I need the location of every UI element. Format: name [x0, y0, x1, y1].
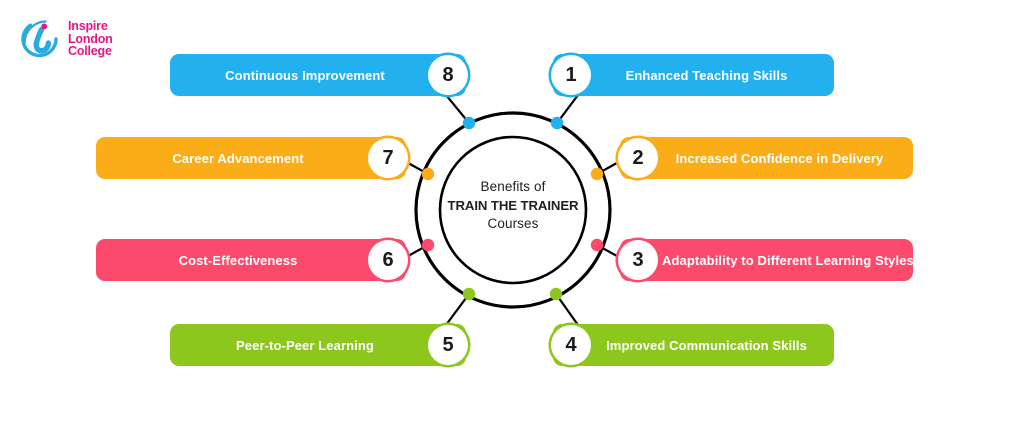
benefit-number-1: 1: [565, 64, 577, 86]
benefit-label-6: Cost-Effectiveness: [178, 252, 298, 268]
benefit-number-badge-6: 6: [368, 240, 408, 280]
center-title: Benefits of TRAIN THE TRAINER Courses: [441, 178, 585, 233]
ring-dot-6: [421, 238, 435, 252]
benefit-number-badge-3: 3: [618, 240, 658, 280]
benefit-bar-5[interactable]: 5 Peer-to-Peer Learning: [170, 324, 468, 366]
benefit-number-badge-7: 7: [368, 138, 408, 178]
connector-line-1: [555, 93, 580, 125]
benefit-bar-8[interactable]: 8 Continuous Improvement: [170, 54, 468, 96]
ring-dot-7: [421, 167, 435, 181]
ring-dot-1: [550, 116, 564, 130]
benefit-bar-1[interactable]: 1 Enhanced Teaching Skills: [551, 54, 834, 96]
connector-line-8: [444, 93, 471, 125]
benefit-bar-2[interactable]: 2 Increased Confidence in Delivery: [618, 137, 913, 179]
benefit-bar-7[interactable]: 7 Career Advancement: [96, 137, 408, 179]
benefit-bar-4[interactable]: 4 Improved Communication Skills: [551, 324, 834, 366]
benefit-number-2: 2: [632, 147, 644, 169]
brand-wordmark: Inspire London College: [68, 20, 113, 58]
benefit-number-badge-8: 8: [428, 55, 468, 95]
benefit-label-5: Peer-to-Peer Learning: [236, 337, 374, 353]
connector-line-5: [444, 292, 471, 327]
brand-line-3: College: [68, 44, 112, 59]
benefit-label-7: Career Advancement: [172, 150, 304, 166]
center-line-2: TRAIN THE TRAINER: [447, 197, 579, 213]
connector-line-4: [554, 292, 580, 327]
benefit-label-3: Adaptability to Different Learning Style…: [662, 252, 914, 268]
benefit-label-8: Continuous Improvement: [225, 67, 385, 83]
benefit-number-6: 6: [382, 249, 394, 271]
benefit-label-1: Enhanced Teaching Skills: [625, 67, 788, 83]
benefit-label-4: Improved Communication Skills: [606, 337, 807, 353]
brand-line-1: Inspire: [68, 18, 108, 33]
benefit-number-8: 8: [442, 64, 454, 86]
ring-dot-2: [590, 167, 604, 181]
center-line-1: Benefits of: [480, 179, 546, 194]
benefit-bar-6[interactable]: 6 Cost-Effectiveness: [96, 239, 408, 281]
benefit-label-2: Increased Confidence in Delivery: [675, 150, 884, 166]
ring-dot-3: [590, 238, 604, 252]
benefit-number-badge-4: 4: [551, 325, 591, 365]
brand-logo: Inspire London College: [18, 16, 113, 62]
benefit-bar-3[interactable]: 3 Adaptability to Different Learning Styl…: [618, 239, 914, 281]
benefit-number-3: 3: [632, 249, 644, 271]
inspire-london-college-logo-icon: [21, 20, 58, 58]
center-line-3: Courses: [487, 215, 539, 231]
benefit-number-7: 7: [382, 147, 394, 169]
benefit-number-5: 5: [442, 334, 454, 356]
benefit-number-4: 4: [565, 334, 577, 356]
benefit-number-badge-2: 2: [618, 138, 658, 178]
ring-dot-8: [462, 116, 476, 130]
benefit-number-badge-5: 5: [428, 325, 468, 365]
ring-dot-5: [462, 287, 476, 301]
brand-line-2: London: [68, 31, 113, 46]
ring-dot-4: [549, 287, 563, 301]
benefit-number-badge-1: 1: [551, 55, 591, 95]
